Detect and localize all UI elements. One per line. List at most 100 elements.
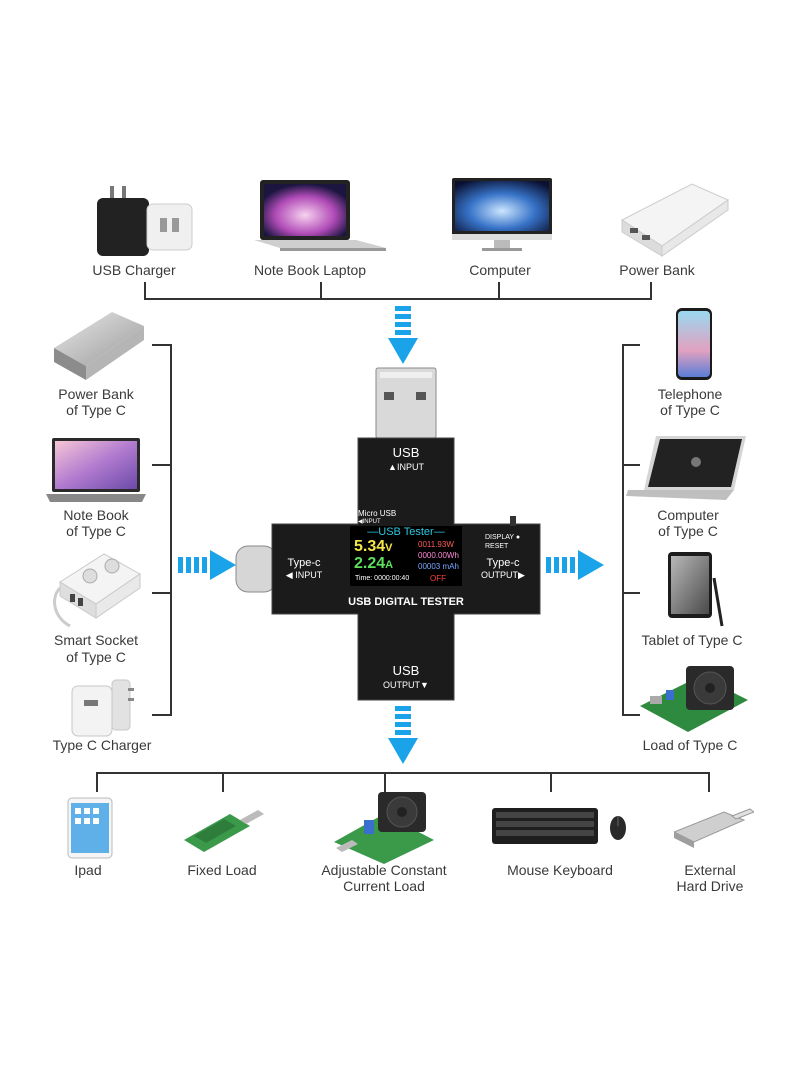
ipad-icon [66,796,114,860]
left-bracket-tick [152,592,172,594]
time-readout: Time: 0000:00:40 [355,575,410,582]
left-bracket [170,344,172,716]
phone-icon [674,306,714,382]
laptop-icon [46,436,146,506]
right-bracket-tick [622,714,640,716]
arrow-down-top [388,306,418,366]
current-unit: A [385,559,394,571]
laptop-icon [250,176,390,256]
left-source-label: of Type C [66,649,126,665]
typec-right-sub: OUTPUT▶ [481,570,525,580]
bottom-bracket-tick [222,772,224,792]
typec-output-label: Type-c OUTPUT▶ [481,557,525,581]
power-bank-icon [612,180,732,260]
right-bracket-tick [622,464,640,466]
left-source-label: of Type C [66,523,126,539]
bottom-bracket [96,772,710,774]
arrow-right-right [546,550,606,580]
arrow-right-left [178,550,238,580]
load-board-icon [640,660,750,736]
right-bracket-tick [622,344,640,346]
left-bracket-tick [152,464,172,466]
left-bracket-tick [152,714,172,716]
top-bracket-tick [144,282,146,300]
right-load-label: Telephone [657,386,723,402]
left-source-label: Power Bank [58,386,134,402]
bottom-bracket-tick [384,772,386,792]
reset-button-text: RESET [485,543,509,550]
state-readout: OFF [430,574,446,583]
right-bracket [622,344,624,716]
bottom-bracket-tick [96,772,98,792]
arrow-down-bottom [388,706,418,766]
laptop-icon [626,432,750,504]
typec-left-text: Type-c [287,557,321,569]
usb-output-label: USB OUTPUT▼ [383,664,429,692]
left-source-label: Type C Charger [52,737,152,753]
bottom-load-label: Current Load [343,878,425,894]
tablet-icon [664,548,724,628]
screen-title: —USB Tester— [367,526,445,538]
monitor-icon [452,176,552,256]
bottom-load-label: Ipad [74,862,102,878]
bottom-load-label: Fixed Load [187,862,257,878]
typec-right-text: Type-c [486,557,520,569]
right-load-label: of Type C [660,402,720,418]
bottom-load-label: Mouse Keyboard [507,862,613,878]
usb-c-plug [235,545,277,593]
display-button-text: DISPLAY ● [485,534,521,541]
top-bracket-tick [320,282,322,300]
left-bracket-tick [152,344,172,346]
capacity-readout: 00003 mAh [418,562,459,571]
left-source-label: of Type C [66,402,126,418]
typec-input-label: Type-c ◀ INPUT [286,557,322,581]
top-bracket [144,298,652,300]
micro-usb-sub: ◀INPUT [358,519,381,525]
tester-name: USB DIGITAL TESTER [348,596,464,608]
right-bracket-tick [622,592,640,594]
energy-readout: 0000.00Wh [418,551,459,560]
usb-a-plug [375,367,437,439]
top-source-label: Power Bank [619,262,695,278]
voltage-unit: V [385,542,393,554]
power-bank-icon [52,308,147,383]
usb-bottom-text: USB [392,663,420,678]
voltage-value: 5.34 [354,538,386,555]
usb-top-text: USB [392,445,420,460]
usb-charger-icon [92,178,197,258]
top-source-label: Computer [469,262,531,278]
bottom-load-label: Adjustable Constant [321,862,447,878]
top-source-label: USB Charger [92,262,176,278]
side-button [510,516,516,526]
bottom-load-label: Hard Drive [676,878,744,894]
bottom-bracket-tick [708,772,710,792]
right-load-label: Computer [657,507,719,523]
usb-top-sub: ▲INPUT [388,462,424,472]
charger-icon [66,674,136,738]
adjustable-load-icon [334,790,438,864]
typec-left-sub: ◀ INPUT [285,570,323,580]
right-load-label: of Type C [658,523,718,539]
bottom-load-label: External [684,862,736,878]
top-bracket-tick [498,282,500,300]
top-bracket-tick [650,282,652,300]
display-reset-label: DISPLAY ● RESET [485,533,520,551]
usb-input-label: USB ▲INPUT [388,446,424,474]
current-readout: 2.24A [354,556,393,573]
keyboard-mouse-icon [490,802,630,852]
power-strip-icon [50,548,145,628]
bottom-bracket-tick [550,772,552,792]
left-source-label: Note Book [63,507,129,523]
left-source-label: Smart Socket [53,632,139,648]
right-load-label: Tablet of Type C [641,632,743,648]
micro-usb-label: Micro USB ◀INPUT [358,510,396,526]
usb-bottom-sub: OUTPUT▼ [383,680,429,690]
micro-usb-text: Micro USB [358,509,397,518]
flash-drive-icon [674,806,754,850]
fixed-load-icon [184,806,264,858]
voltage-readout: 5.34V [354,539,392,556]
current-value: 2.24 [354,555,386,572]
right-load-label: Load of Type C [642,737,738,753]
power-readout: 0011.93W [418,540,454,549]
